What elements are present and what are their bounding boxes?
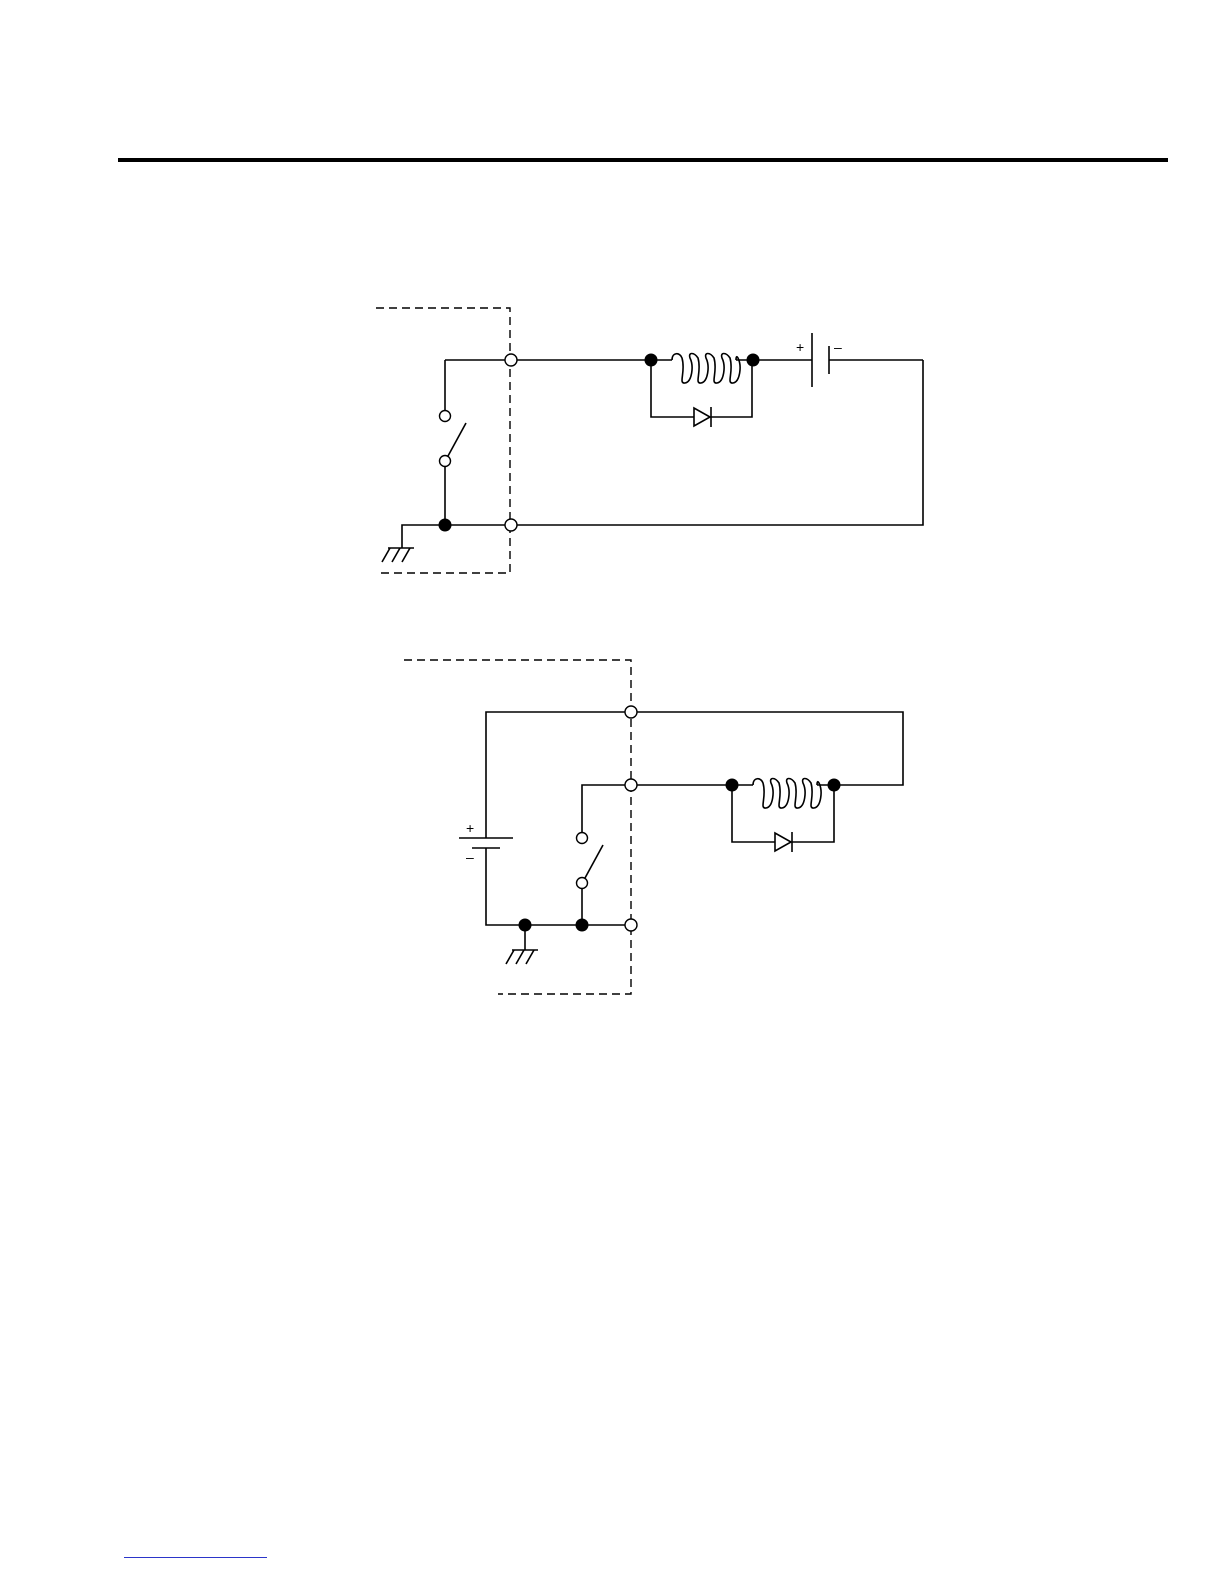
relay-coil [651, 354, 753, 384]
switch-contact [577, 833, 588, 844]
switch-blade [448, 423, 466, 456]
terminal [505, 519, 517, 531]
device-boundary [404, 660, 631, 994]
junction-dot [439, 519, 452, 532]
terminal [505, 354, 517, 366]
footnote-rule [124, 1557, 267, 1558]
junction-dot [726, 779, 739, 792]
battery-positive-label: + [796, 339, 804, 355]
switch [440, 411, 467, 467]
wire [402, 525, 505, 548]
wire [637, 712, 903, 785]
wire [516, 360, 923, 525]
battery: + – [459, 820, 625, 925]
switch-contact [577, 878, 588, 889]
battery: + – [753, 333, 923, 387]
relay-coil [732, 779, 834, 809]
ground-icon [506, 925, 538, 964]
junction-dot [576, 919, 589, 932]
junction-dot [828, 779, 841, 792]
terminal [625, 706, 637, 718]
terminal [625, 919, 637, 931]
circuit-1: + – [376, 308, 923, 573]
junction-dot [519, 919, 532, 932]
switch-blade [585, 845, 603, 878]
device-boundary [376, 308, 510, 573]
battery-positive-label: + [466, 820, 474, 836]
ground-icon [382, 548, 414, 562]
wire [486, 712, 625, 838]
wire [582, 785, 625, 832]
circuit-2: + – [404, 660, 903, 994]
flyback-diode [651, 360, 752, 427]
switch-contact [440, 456, 451, 467]
flyback-diode [732, 785, 834, 852]
battery-negative-label: – [466, 849, 474, 865]
switch [577, 833, 604, 926]
battery-negative-label: – [834, 339, 842, 355]
junction-dot [645, 354, 658, 367]
switch-contact [440, 411, 451, 422]
terminal [625, 779, 637, 791]
